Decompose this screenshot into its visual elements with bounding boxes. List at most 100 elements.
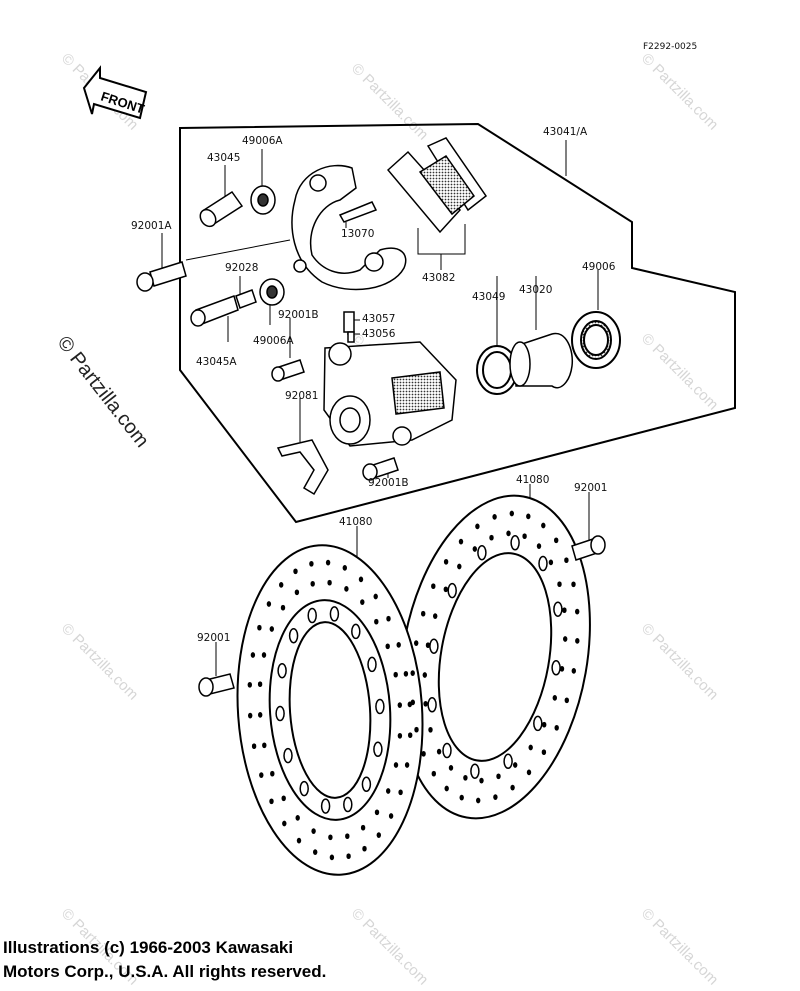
part-label-92001A: 92001A xyxy=(131,220,172,232)
disc-hole xyxy=(559,665,565,672)
disc-hole xyxy=(344,586,349,592)
disc-hole xyxy=(458,538,464,545)
disc-hole xyxy=(575,608,580,615)
carrier-hole xyxy=(275,705,285,722)
disc-hole xyxy=(564,557,569,564)
carrier-hole xyxy=(538,555,548,572)
disc-hole xyxy=(327,579,332,586)
disc-hole xyxy=(443,558,449,565)
disc-hole xyxy=(459,794,464,801)
disc-hole xyxy=(571,581,576,588)
disc-hole xyxy=(385,643,390,650)
disc-hole xyxy=(257,624,262,631)
disc-hole xyxy=(554,724,559,731)
carrier-hole xyxy=(288,627,299,644)
disc-hole xyxy=(397,732,403,739)
disc-hole xyxy=(270,770,275,777)
brake-disc-41080-right xyxy=(399,494,591,820)
disc-hole xyxy=(431,770,436,777)
carrier-hole xyxy=(373,741,383,758)
disc-hole xyxy=(388,813,394,819)
disc-hole xyxy=(425,642,431,649)
disc-hole xyxy=(510,784,515,791)
disc-hole xyxy=(259,772,264,778)
disc-hole xyxy=(433,613,438,619)
disc-hole xyxy=(436,748,442,755)
disc-hole xyxy=(575,638,580,644)
disc-hole xyxy=(407,701,412,708)
disc-hole xyxy=(329,854,335,861)
disc-hole xyxy=(309,560,314,567)
disc-hole xyxy=(250,652,256,658)
copyright-line-2: Motors Corp., U.S.A. All rights reserved… xyxy=(3,962,327,981)
part-label-49006: 49006 xyxy=(582,261,616,273)
disc-hole xyxy=(513,762,518,768)
disc-hole xyxy=(251,743,257,750)
carrier-hole xyxy=(429,638,439,654)
disc-hole xyxy=(564,697,569,704)
disc-hole xyxy=(548,559,554,566)
disc-hole xyxy=(393,762,399,768)
disc-hole xyxy=(562,607,567,614)
disc-hole xyxy=(313,849,318,855)
part-label-13070: 13070 xyxy=(341,228,375,240)
bleeder-valve-43057 xyxy=(343,311,355,343)
carrier-hole xyxy=(533,715,543,732)
carrier-hole xyxy=(361,776,372,793)
disc-hole xyxy=(472,546,477,552)
carrier-hole xyxy=(447,582,457,599)
disc-hole xyxy=(310,580,315,587)
part-label-43056: 43056 xyxy=(362,328,396,340)
carrier-hole xyxy=(343,796,353,813)
disc-hole xyxy=(528,744,533,751)
assembly-boundary xyxy=(179,122,736,524)
carrier-hole xyxy=(477,544,487,561)
caliper-body xyxy=(323,341,457,447)
bolt-92001B xyxy=(271,359,305,382)
bolt-92001A xyxy=(136,261,187,292)
disc-hole xyxy=(509,510,514,517)
disc-hole xyxy=(358,576,364,583)
disc-hole xyxy=(448,765,454,771)
disc-hole xyxy=(393,671,398,678)
disc-hole xyxy=(269,798,274,805)
part-label-49006A-mid: 49006A xyxy=(253,335,294,347)
disc-hole xyxy=(346,853,351,860)
disc-hole xyxy=(296,837,302,844)
boot-49006A-mid xyxy=(259,278,285,306)
carrier-hole xyxy=(375,698,385,715)
carrier-hole xyxy=(299,780,309,797)
disc-hole xyxy=(295,815,300,821)
part-label-43057: 43057 xyxy=(362,313,396,325)
leader-lines xyxy=(161,140,599,676)
disc-hole xyxy=(541,749,547,756)
disc-hole xyxy=(526,513,531,520)
disc-hole xyxy=(541,522,546,529)
spring-92081 xyxy=(276,439,329,496)
disc-hole xyxy=(554,537,559,544)
part-label-43082: 43082 xyxy=(422,272,456,284)
disc-hole xyxy=(398,789,403,796)
disc-hole xyxy=(397,702,402,708)
disc-hole xyxy=(281,795,286,802)
part-label-43049: 43049 xyxy=(472,291,506,303)
disc-hole xyxy=(444,785,449,792)
disc-hole xyxy=(414,726,419,733)
disc-holes xyxy=(247,510,580,861)
disc-hole xyxy=(266,601,272,607)
piston-43020 xyxy=(509,332,574,389)
part-label-43041A: 43041/A xyxy=(543,126,588,138)
disc-hole xyxy=(404,762,410,768)
carrier-hole xyxy=(442,742,452,759)
disc-hole xyxy=(257,681,263,688)
disc-hole xyxy=(476,797,481,804)
disc-hole xyxy=(247,681,252,688)
disc-hole xyxy=(506,530,511,537)
disc-hole xyxy=(261,652,267,658)
disc-hole xyxy=(493,794,498,800)
carrier-hole xyxy=(551,660,561,676)
disc-hole xyxy=(536,543,542,549)
seal-49006 xyxy=(571,311,621,369)
